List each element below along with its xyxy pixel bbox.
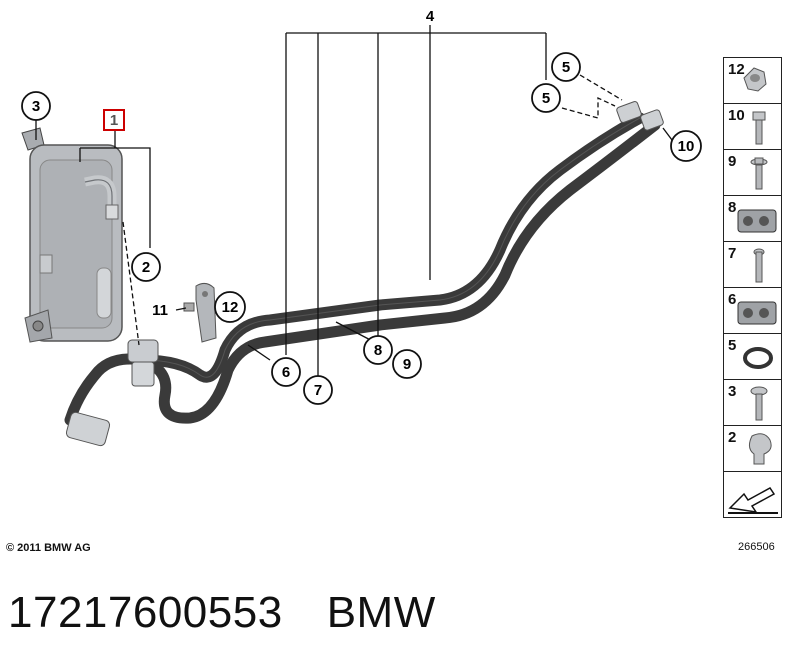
legend-number: 10	[728, 107, 745, 124]
part-number: 17217600553	[8, 588, 283, 637]
callout-6-text: 6	[282, 364, 290, 381]
legend-item-clip-holder: 8	[723, 195, 782, 241]
callout-9: 9	[392, 349, 422, 379]
hose-clip-icon	[748, 433, 772, 465]
callout-8-text: 8	[374, 342, 382, 359]
callout-10-text: 10	[678, 138, 695, 155]
legend-number: 3	[728, 383, 737, 400]
callout-labels: 3 1 2 4 5 5 10 11 12 6	[21, 8, 702, 405]
callout-6: 6	[271, 357, 301, 387]
callout-10: 10	[670, 130, 702, 162]
callout-7-text: 7	[314, 382, 322, 399]
diagram-drawing: 3 1 2 4 5 5 10 11 12 6	[21, 8, 702, 447]
callout-8: 8	[363, 335, 393, 365]
legend-item-stud: 7	[723, 241, 782, 287]
view-arrow-icon	[728, 487, 778, 514]
image-number: 266506	[738, 541, 775, 553]
legend-number: 9	[728, 153, 737, 170]
callout-2: 2	[131, 252, 161, 282]
legend-number: 5	[728, 337, 737, 354]
callout-5a-text: 5	[562, 59, 570, 76]
callout-7: 7	[303, 375, 333, 405]
legend-item-bolt: 10	[723, 103, 782, 149]
torx-screw-icon	[750, 386, 768, 421]
hose-bracket	[183, 282, 217, 343]
bolt-icon	[752, 111, 766, 145]
legend-item-holder: 6	[723, 287, 782, 333]
stud-icon	[753, 248, 765, 283]
callout-1-text: 1	[110, 112, 118, 129]
copyright-text: © 2011 BMW AG	[6, 542, 91, 554]
callout-12: 12	[214, 291, 246, 323]
callout-11-text: 11	[152, 302, 168, 319]
legend-number: 2	[728, 429, 737, 446]
o-ring-icon	[743, 347, 773, 369]
legend-item-screw: 9	[723, 149, 782, 195]
legend-item-clip: 2	[723, 425, 782, 471]
legend-number: 12	[728, 61, 745, 78]
legend-item-o-ring: 5	[723, 333, 782, 379]
callout-12-text: 12	[222, 299, 239, 316]
callout-3: 3	[21, 91, 51, 121]
callout-1: 1	[103, 109, 125, 131]
hose-holder-icon	[737, 301, 777, 325]
hex-nut-icon	[743, 67, 767, 92]
callout-2-text: 2	[142, 259, 150, 276]
parts-diagram: 3 1 2 4 5 5 10 11 12 6	[21, 8, 702, 447]
hose-fittings	[65, 101, 664, 447]
leader-lines	[35, 25, 673, 378]
flange-screw-icon	[750, 157, 768, 190]
callout-5b: 5	[531, 83, 561, 113]
oil-cooler	[21, 127, 123, 343]
callout-4-text: 4	[426, 8, 435, 25]
callout-9-text: 9	[403, 356, 411, 373]
legend-number: 6	[728, 291, 737, 308]
callout-5b-text: 5	[542, 90, 550, 107]
legend-number: 8	[728, 199, 737, 216]
callout-3-text: 3	[32, 98, 40, 115]
legend-number: 7	[728, 245, 737, 262]
brand-name: BMW	[326, 588, 436, 637]
caption: 17217600553 BMW	[8, 588, 436, 638]
clip-holder-icon	[737, 209, 777, 233]
legend-item-torx-screw: 3	[723, 379, 782, 425]
legend-item-nut: 12	[723, 57, 782, 103]
callout-5a: 5	[551, 52, 581, 82]
parts-legend-panel: 12 10 9 8 7 6	[723, 57, 782, 518]
legend-item-view-arrow	[723, 471, 782, 518]
